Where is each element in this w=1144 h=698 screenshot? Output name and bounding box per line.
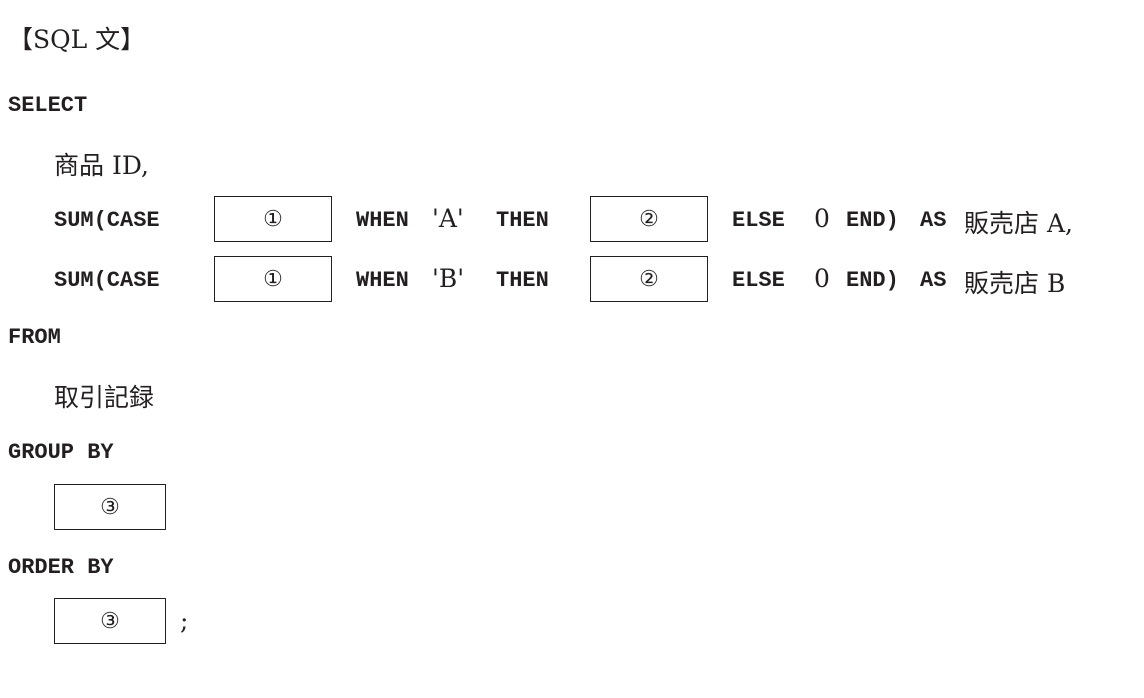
as-keyword: AS (920, 208, 947, 233)
keyword-select: SELECT (8, 93, 88, 118)
when-keyword: WHEN (356, 208, 409, 233)
alias-name: 販売店 B (964, 269, 1066, 298)
select-column: 商品 ID, (54, 151, 149, 180)
blank-2: ② (590, 256, 708, 302)
else-keyword: ELSE (732, 268, 785, 293)
from-table: 取引記録 (54, 383, 155, 412)
blank-3-label: ③ (100, 608, 120, 634)
sum-case-keyword: SUM(CASE (54, 268, 160, 293)
keyword-group-by: GROUP BY (8, 440, 114, 465)
sum-case-keyword: SUM(CASE (54, 208, 160, 233)
blank-2: ② (590, 196, 708, 242)
keyword-from: FROM (8, 325, 61, 350)
case-literal: 'B' (432, 264, 465, 293)
blank-2-label: ② (639, 266, 659, 292)
blank-3-group-by: ③ (54, 484, 166, 530)
alias-name: 販売店 A, (964, 209, 1073, 238)
blank-1: ① (214, 256, 332, 302)
when-keyword: WHEN (356, 268, 409, 293)
else-zero: 0 (814, 204, 830, 233)
else-keyword: ELSE (732, 208, 785, 233)
blank-3-label: ③ (100, 494, 120, 520)
else-zero: 0 (814, 264, 830, 293)
blank-2-label: ② (639, 206, 659, 232)
blank-1: ① (214, 196, 332, 242)
blank-3-order-by: ③ (54, 598, 166, 644)
sql-heading: 【SQL 文】 (8, 25, 146, 54)
as-keyword: AS (920, 268, 947, 293)
then-keyword: THEN (496, 268, 549, 293)
end-keyword: END) (846, 268, 899, 293)
blank-1-label: ① (263, 266, 283, 292)
then-keyword: THEN (496, 208, 549, 233)
keyword-order-by: ORDER BY (8, 555, 114, 580)
case-literal: 'A' (432, 204, 464, 233)
blank-1-label: ① (263, 206, 283, 232)
end-keyword: END) (846, 208, 899, 233)
statement-terminator: ; (180, 606, 189, 635)
